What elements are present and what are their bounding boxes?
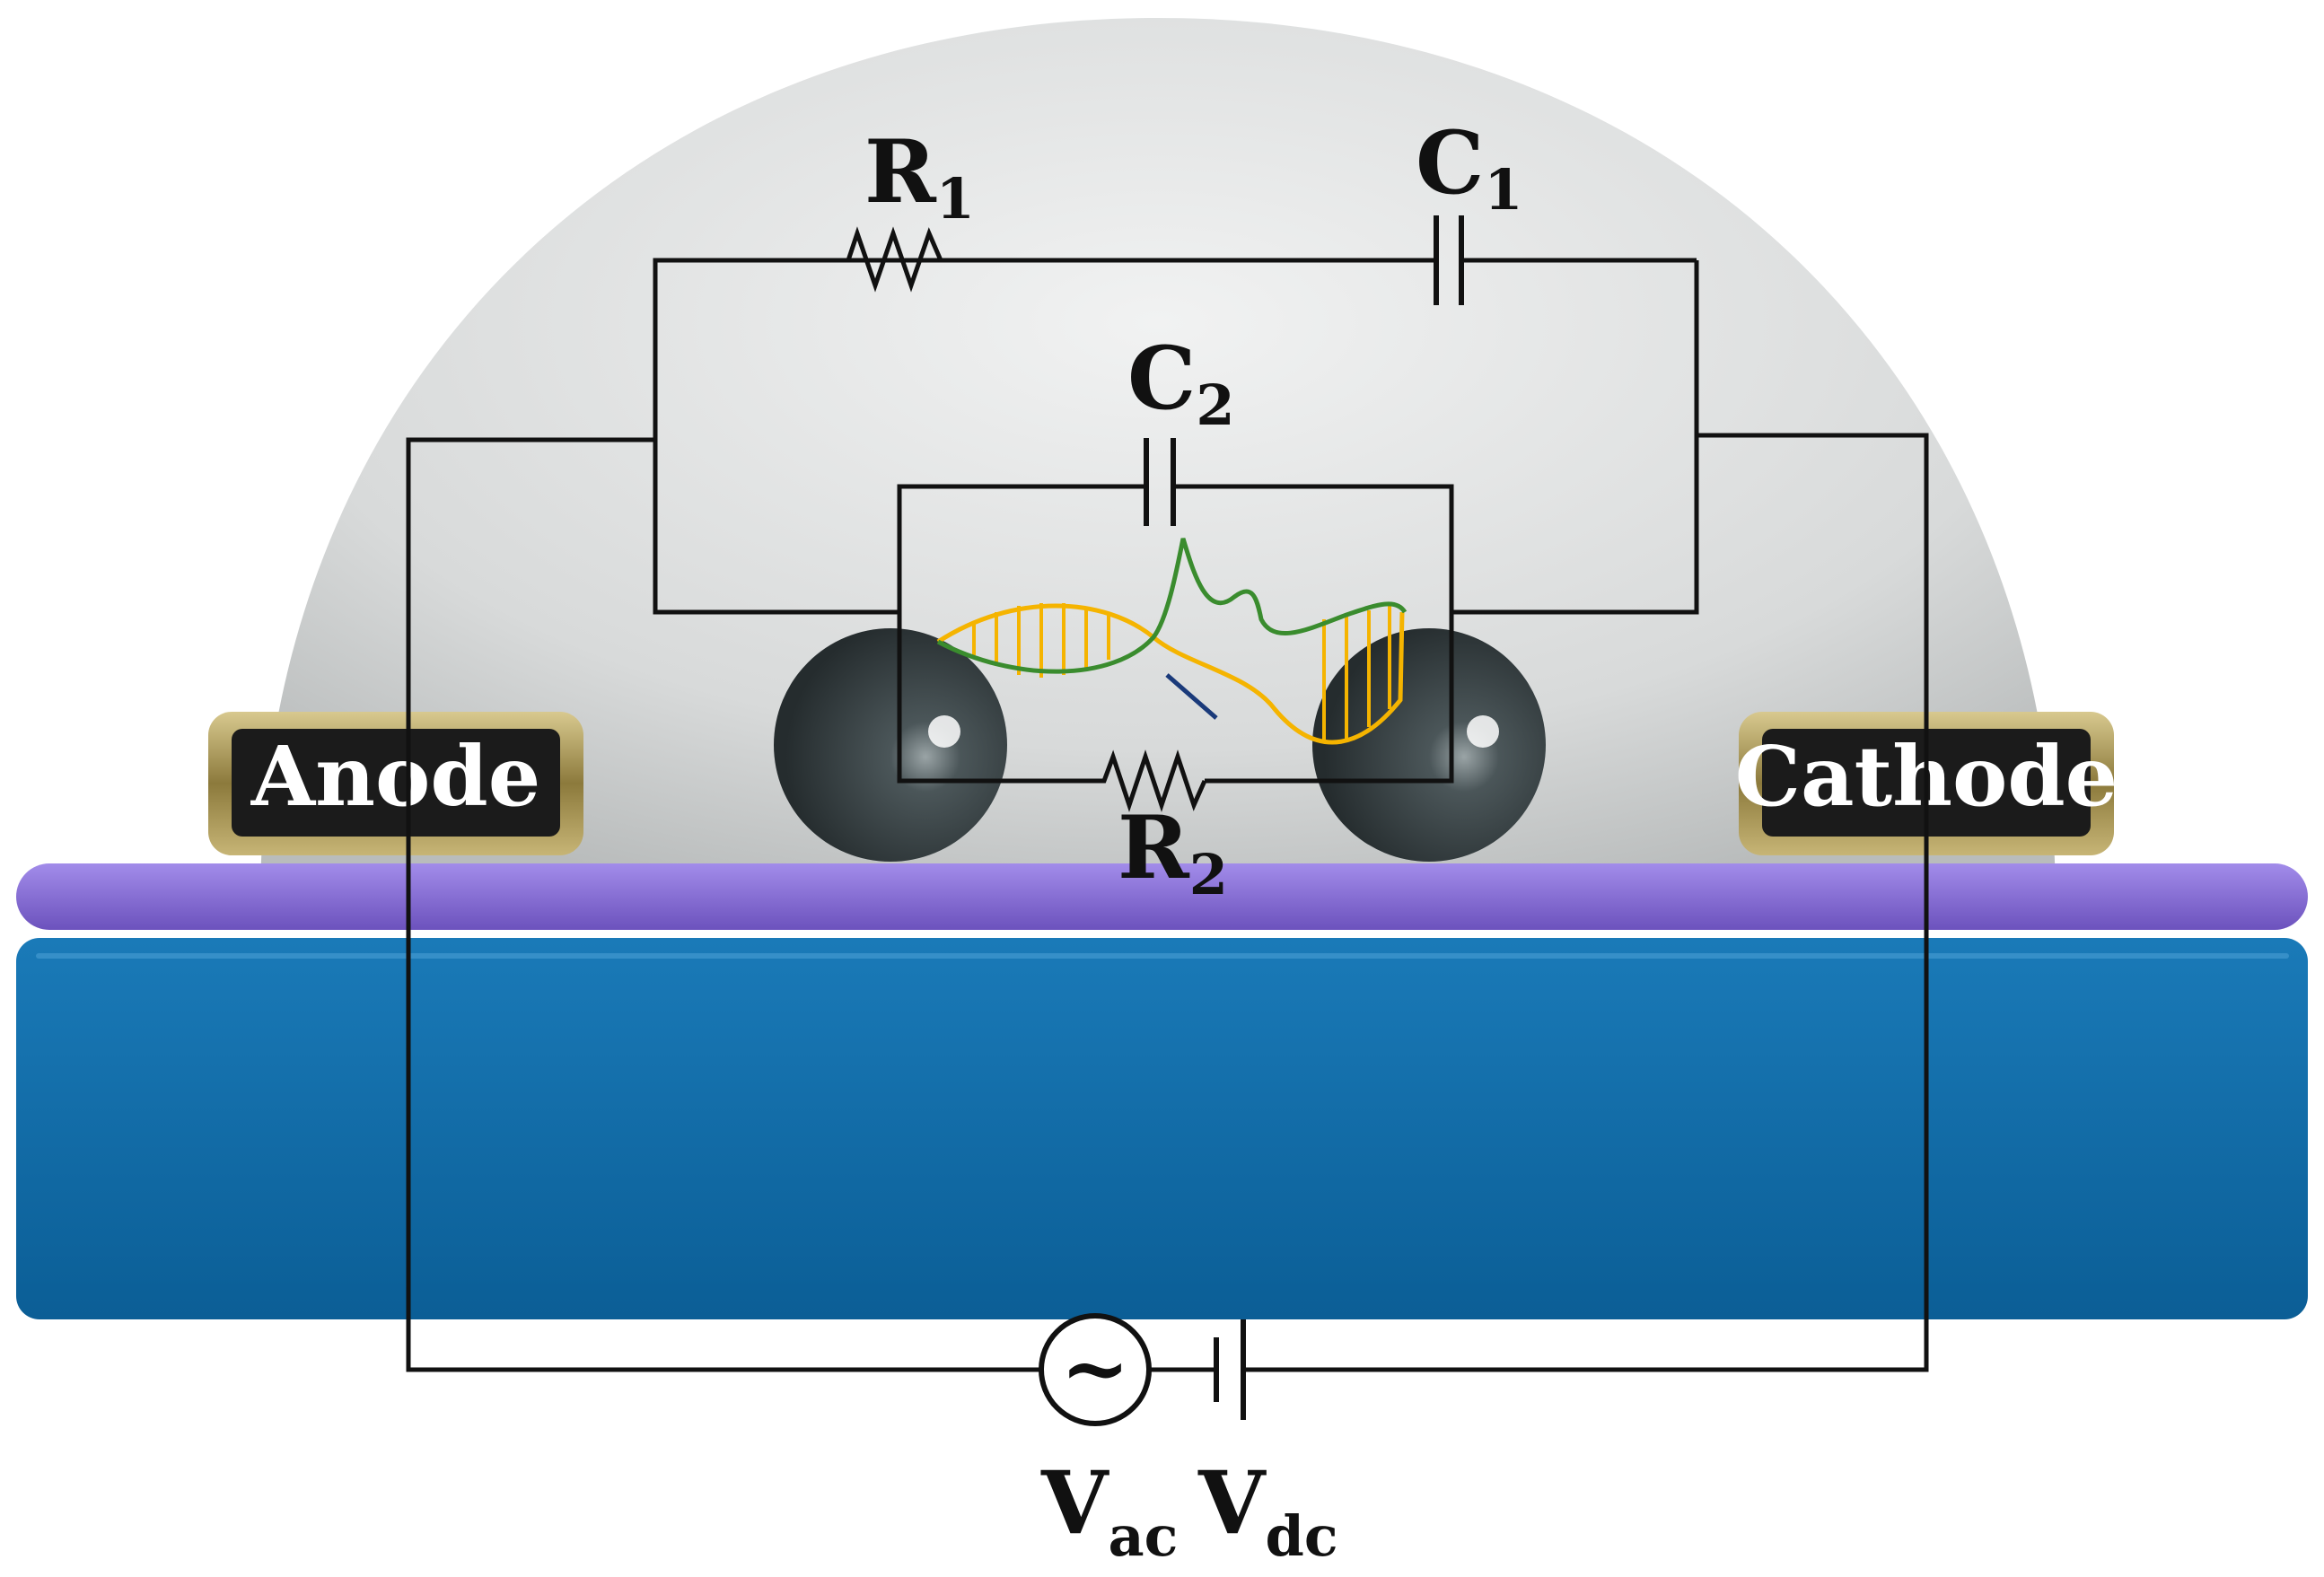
membrane-layer (16, 863, 2308, 930)
c2-label: C2 (1127, 328, 1235, 438)
ac-source-symbol: ~ (1060, 1319, 1129, 1416)
droplet (260, 18, 2056, 889)
circuit-wires (406, 258, 1929, 1372)
capacitor-c2 (1144, 438, 1176, 526)
substrate-highlight (36, 953, 2289, 959)
vac-label: Vac (1040, 1452, 1178, 1569)
aptamer-strand (936, 538, 1408, 745)
bead-right-highlight (1467, 715, 1499, 748)
dc-source (1214, 1319, 1266, 1420)
anode-label: Anode (250, 728, 541, 825)
r1-label: R1 (864, 121, 975, 232)
ac-source: ~ (1039, 1313, 1152, 1426)
c1-label: C1 (1416, 112, 1523, 223)
anode-electrode: Anode (208, 712, 583, 855)
substrate (16, 938, 2308, 1319)
capacitor-c1 (1434, 215, 1464, 305)
resistor-r2 (1095, 749, 1207, 812)
resistor-r1 (835, 226, 949, 293)
r2-label: R2 (1118, 797, 1228, 907)
bead-left (774, 628, 1007, 862)
bead-left-highlight (928, 715, 960, 748)
vdc-label: Vdc (1197, 1452, 1338, 1569)
